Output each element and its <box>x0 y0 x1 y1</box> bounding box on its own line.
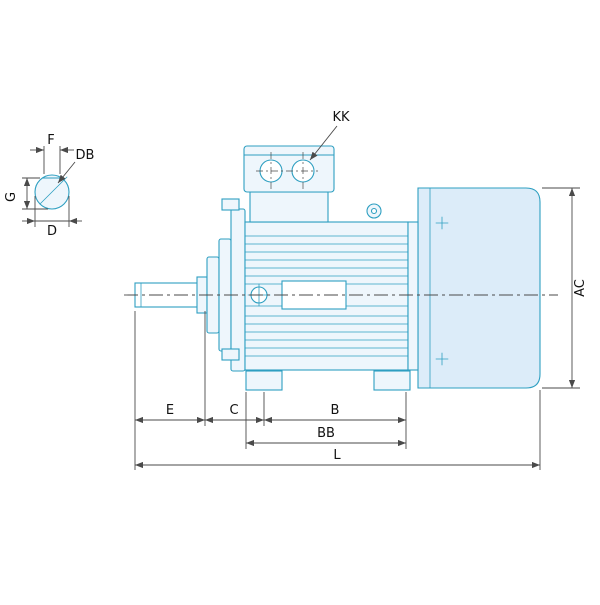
label-c: C <box>229 403 238 418</box>
lifting-eye <box>366 203 382 219</box>
label-f: F <box>47 133 54 148</box>
dimensions: E C B BB L AC <box>134 187 588 470</box>
endshield-bottom-lug <box>221 348 240 361</box>
terminal-box <box>243 145 335 223</box>
foot-front <box>245 370 283 391</box>
dim-e: E <box>135 403 205 424</box>
fan-cowl <box>417 187 541 389</box>
endshield-top-lug <box>221 198 240 211</box>
label-ac: AC <box>573 279 588 297</box>
label-e: E <box>166 403 174 418</box>
dim-f: F <box>30 133 74 174</box>
dim-d: D <box>22 196 82 239</box>
cowl-screw-top <box>435 216 449 230</box>
dim-bb: BB <box>246 426 406 447</box>
dim-c: C <box>205 403 264 424</box>
label-d: D <box>47 224 57 239</box>
dim-db: DB <box>57 148 95 184</box>
label-bb: BB <box>317 426 335 441</box>
label-l: L <box>333 448 341 463</box>
label-db: DB <box>76 148 95 163</box>
dim-b: B <box>264 403 406 424</box>
frame-end-ring <box>407 221 419 371</box>
label-g: G <box>4 192 19 202</box>
dim-kk: KK <box>309 110 350 161</box>
label-b: B <box>331 403 340 418</box>
shaft-end-view: F DB G D <box>4 133 94 239</box>
dim-l: L <box>135 448 540 469</box>
db-leader <box>57 161 76 184</box>
terminal-box-base <box>249 191 329 223</box>
kk-leader <box>309 125 338 161</box>
motor-side-view: KK <box>124 110 558 391</box>
cooling-fins <box>244 235 409 357</box>
bearing-endshield <box>206 198 246 372</box>
label-kk: KK <box>332 110 350 125</box>
terminal-box-body <box>243 145 335 193</box>
dim-ac: AC <box>568 188 588 388</box>
cowl-screw-bottom <box>435 352 449 366</box>
foot-rear <box>373 370 411 391</box>
